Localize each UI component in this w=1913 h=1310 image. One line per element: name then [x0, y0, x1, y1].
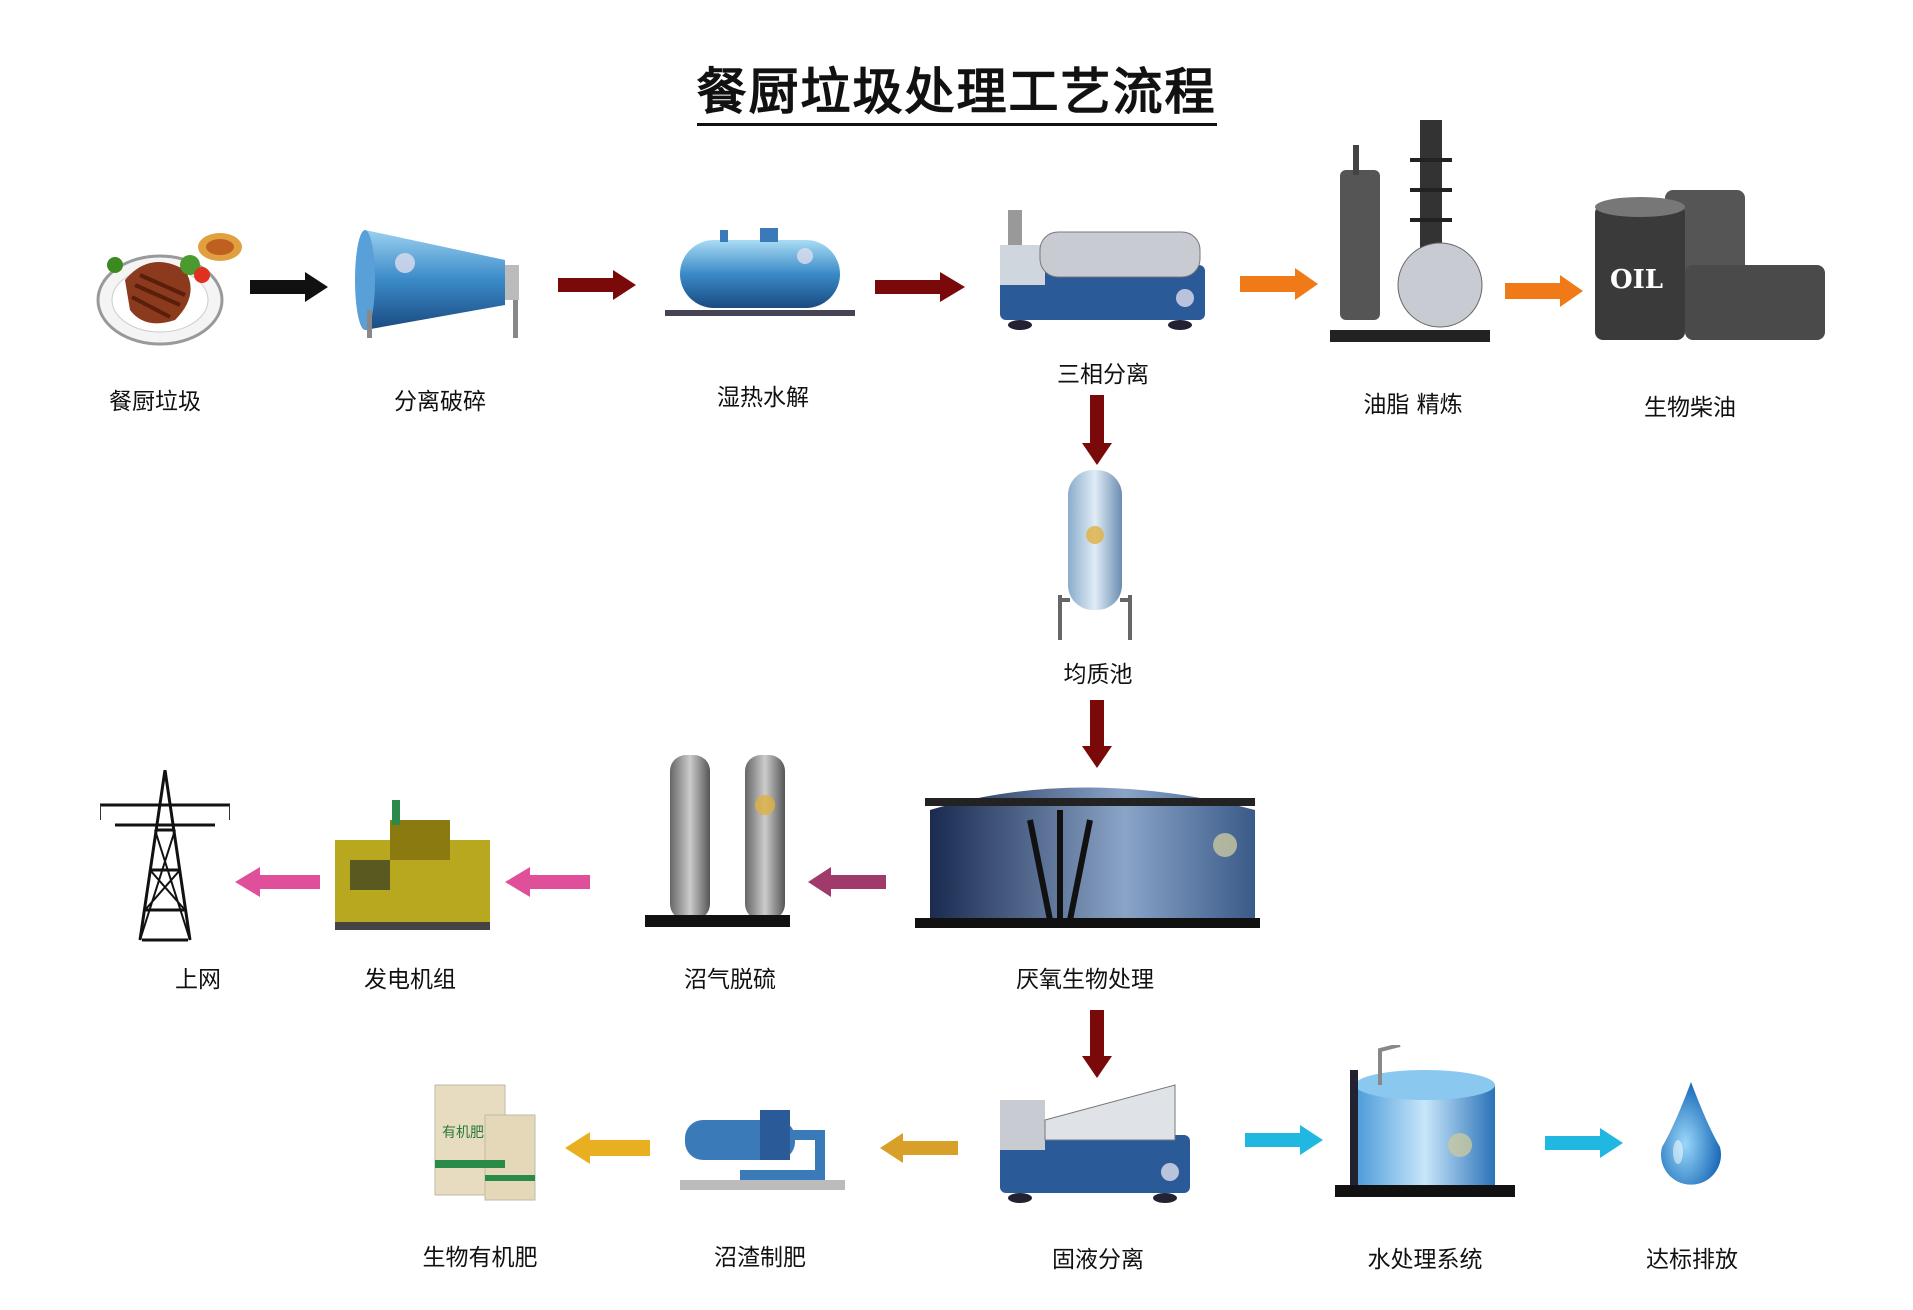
arrow-pink-2 — [235, 867, 320, 897]
arrow-cyan-2 — [1545, 1128, 1623, 1158]
label-food-waste: 餐厨垃圾 — [109, 389, 201, 415]
arrow-down-2 — [1082, 700, 1112, 768]
label-generator-set: 发电机组 — [364, 967, 456, 993]
arrow-orange-2 — [1505, 275, 1583, 307]
label-biodiesel: 生物柴油 — [1644, 395, 1736, 421]
label-bio-organic-fertilizer: 生物有机肥 — [422, 1245, 538, 1271]
generator-set-icon — [330, 800, 495, 935]
fertilizer-machine-icon — [680, 1105, 850, 1200]
arrow-darkred-2 — [875, 272, 965, 302]
label-grid-connection: 上网 — [175, 967, 221, 993]
water-drop-icon — [1658, 1082, 1724, 1188]
label-biogas-desulfurization: 沼气脱硫 — [684, 967, 776, 993]
label-discharge: 达标排放 — [1646, 1247, 1738, 1273]
arrow-pink-1 — [505, 867, 590, 897]
oil-barrel-text: OIL — [1610, 265, 1664, 295]
label-grease-refining: 油脂 精炼 — [1363, 392, 1463, 418]
hydrolysis-tank-icon — [660, 228, 860, 328]
food-waste-icon — [90, 225, 250, 355]
arrow-orange-1 — [1240, 268, 1318, 300]
crusher-icon — [355, 225, 530, 340]
water-treatment-tank-icon — [1335, 1045, 1515, 1200]
label-equalization-tank: 均质池 — [1063, 662, 1133, 688]
label-separate-crush: 分离破碎 — [394, 389, 486, 415]
label-wet-heat-hydrolysis: 湿热水解 — [717, 385, 809, 411]
arrow-down-1 — [1082, 395, 1112, 465]
fertilizer-bags-icon: 有机肥 — [430, 1080, 540, 1205]
arrow-down-3 — [1082, 1010, 1112, 1078]
solid-liquid-separator-icon — [995, 1080, 1195, 1205]
label-anaerobic-treatment: 厌氧生物处理 — [1016, 967, 1154, 993]
arrow-gold-2 — [565, 1132, 650, 1164]
anaerobic-digester-icon — [910, 770, 1260, 930]
title-text: 餐厨垃圾处理工艺流程 — [696, 63, 1217, 126]
page-title: 餐厨垃圾处理工艺流程 — [0, 52, 1913, 126]
three-phase-separator-icon — [990, 210, 1215, 335]
arrow-darkred-1 — [558, 270, 636, 300]
label-three-phase-separation: 三相分离 — [1057, 362, 1149, 388]
transmission-tower-icon — [100, 770, 230, 945]
arrow-cyan-1 — [1245, 1125, 1323, 1155]
label-residue-fertilizer: 沼渣制肥 — [714, 1245, 806, 1271]
desulfurization-tower-icon — [640, 750, 790, 935]
arrow-gold-1 — [880, 1133, 958, 1163]
label-water-treatment: 水处理系统 — [1367, 1247, 1483, 1273]
label-solid-liquid-separation: 固液分离 — [1052, 1247, 1144, 1273]
equalization-tank-icon — [1050, 470, 1140, 645]
arrow-magenta — [808, 867, 886, 897]
oil-barrels-icon: OIL — [1590, 185, 1830, 355]
refinery-icon — [1325, 120, 1490, 350]
arrow-black — [250, 272, 328, 302]
fertilizer-bag-text: 有机肥 — [442, 1125, 484, 1141]
